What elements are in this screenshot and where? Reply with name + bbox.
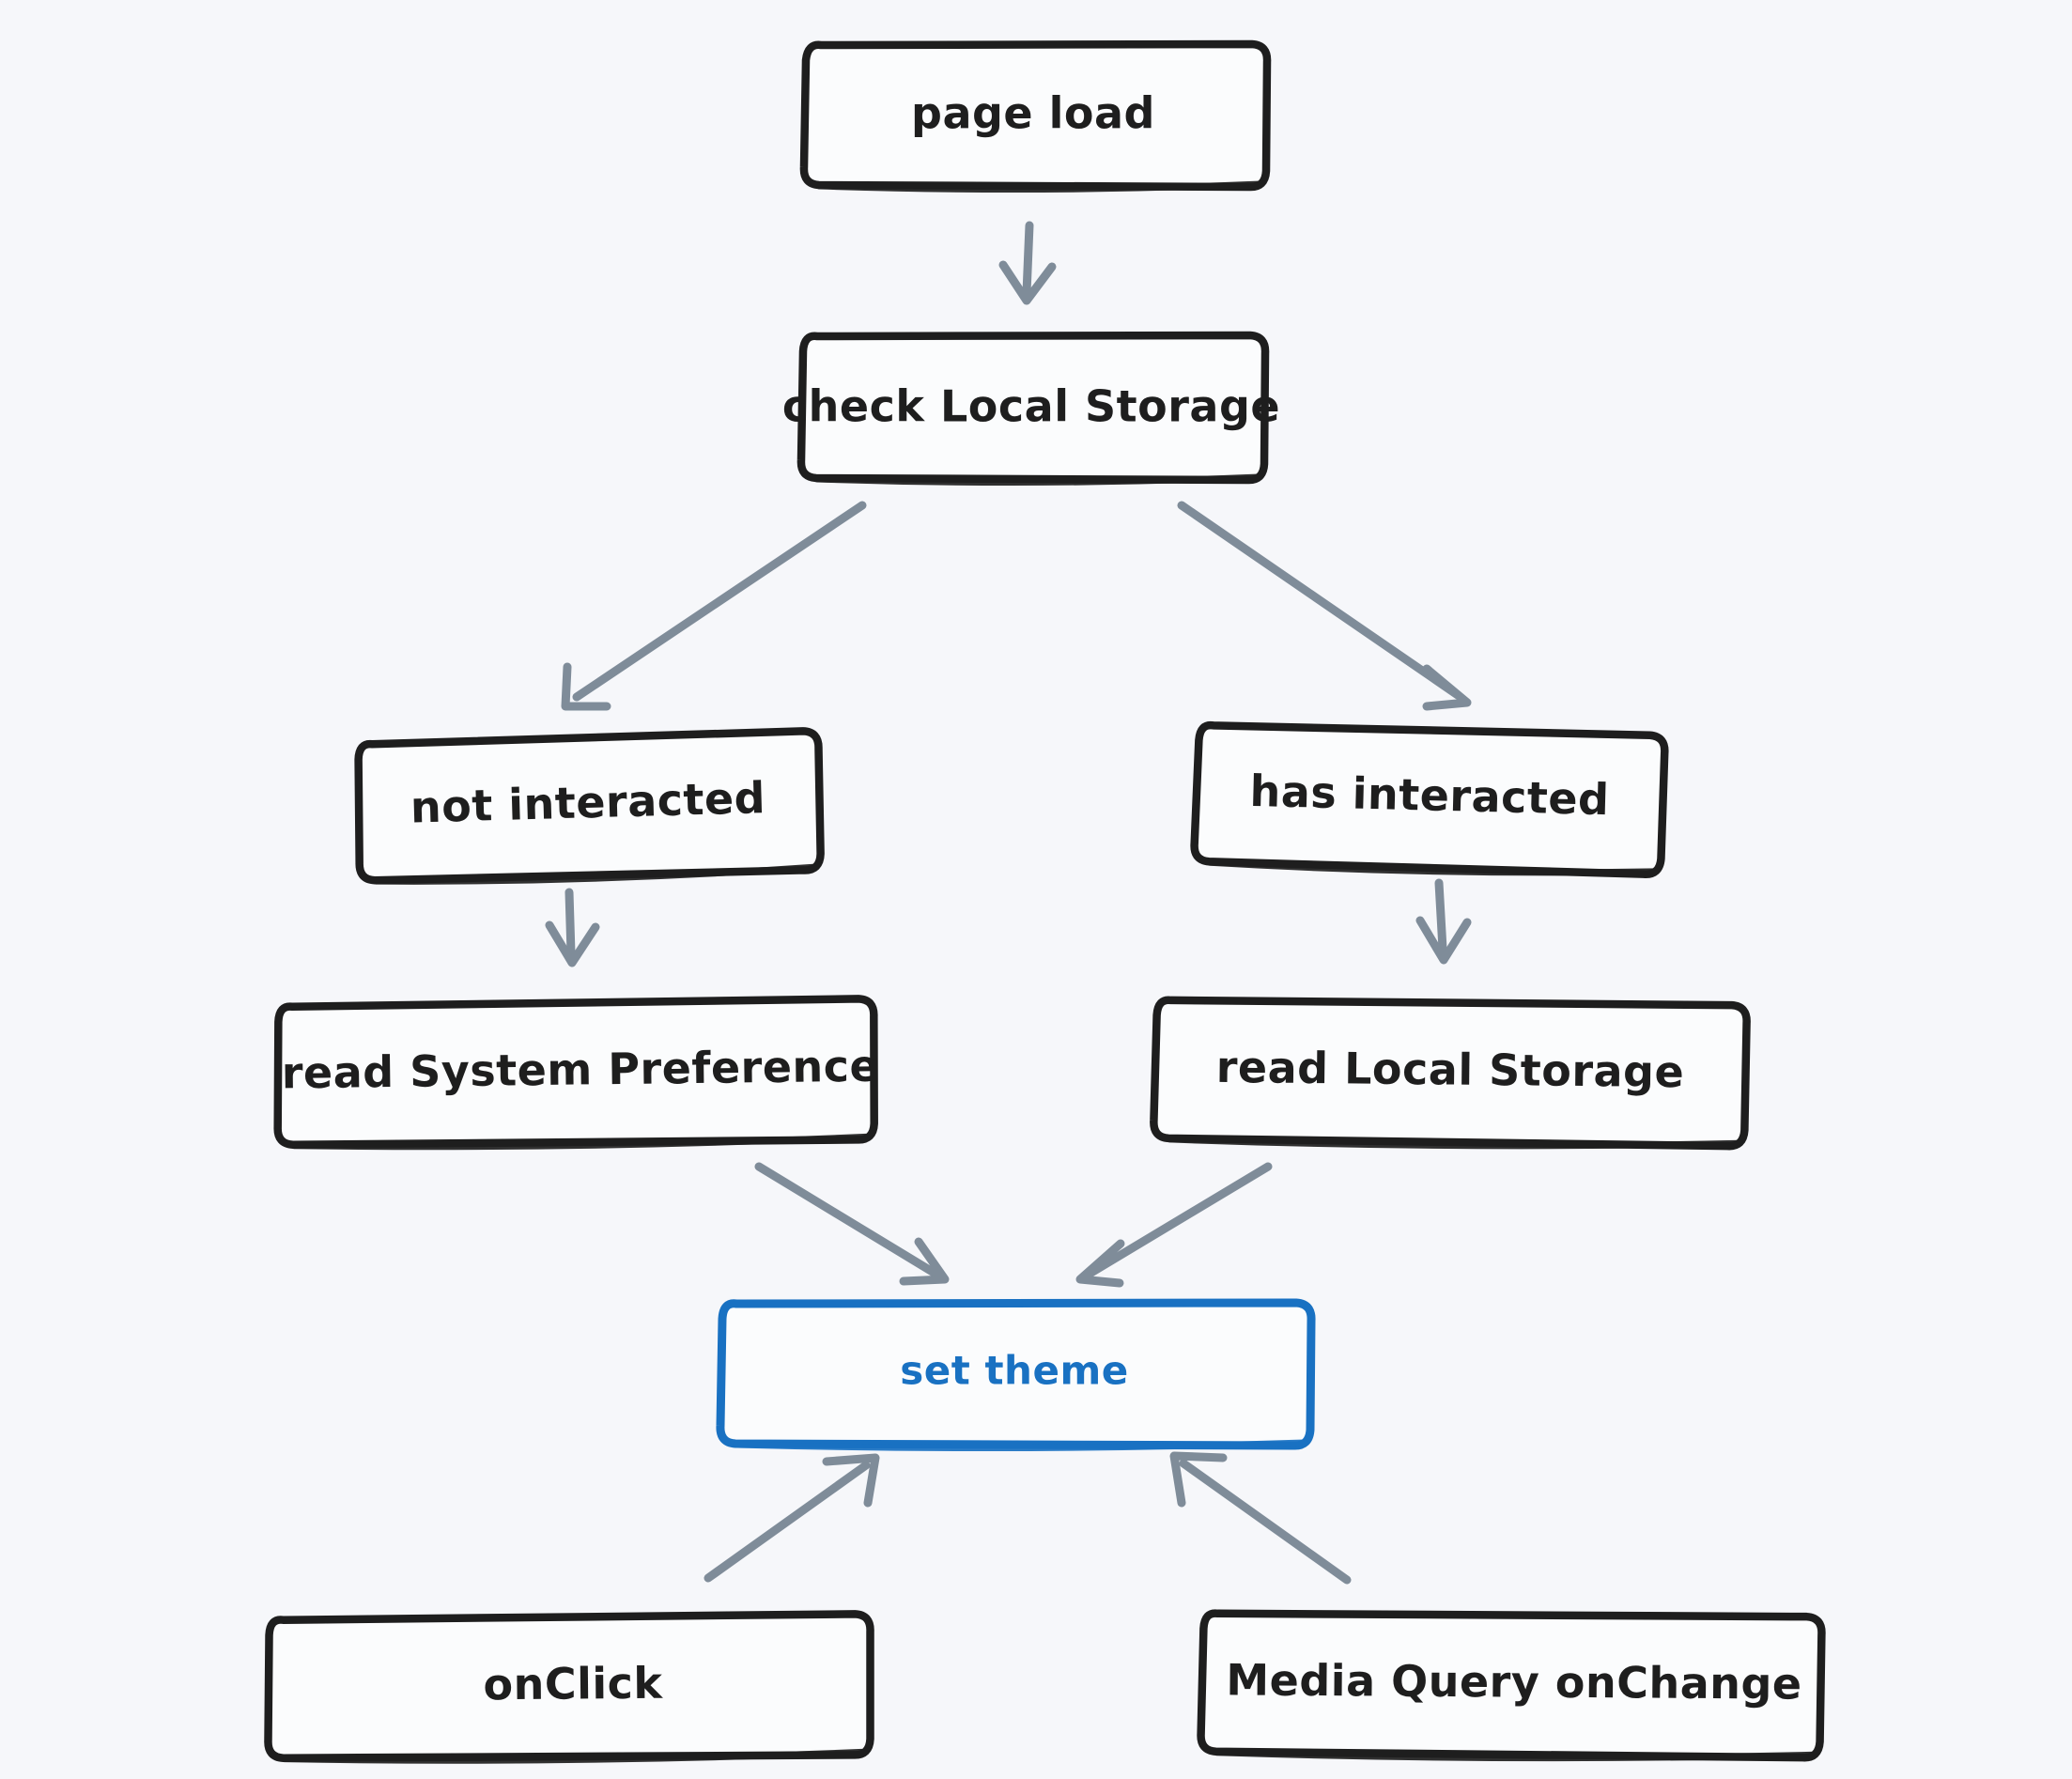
node-label-on-click: onClick (483, 1658, 663, 1710)
node-label-read-system-preference: read System Preference (281, 1041, 879, 1099)
node-label-check-local-storage: check Local Storage (782, 381, 1280, 432)
node-has-interacted[interactable]: has interacted (1190, 720, 1669, 878)
edge-read-local-storage-to-set-theme (1075, 1162, 1273, 1288)
node-label-media-query-onchange: Media Query onChange (1226, 1654, 1802, 1709)
node-read-local-storage[interactable]: read Local Storage (1150, 996, 1751, 1151)
node-label-has-interacted: has interacted (1249, 766, 1610, 825)
edge-read-system-preference-to-set-theme (754, 1162, 950, 1286)
node-page-load[interactable]: page load (799, 39, 1272, 193)
edge-has-interacted-to-read-local-storage (1415, 878, 1472, 965)
node-media-query-onchange[interactable]: Media Query onChange (1197, 1609, 1826, 1762)
edge-layer (545, 221, 1472, 1585)
edge-page-load-to-check-local-storage (998, 221, 1057, 305)
edge-not-interacted-to-read-system-preference (545, 888, 600, 967)
edge-media-query-onchange-to-set-theme (1169, 1451, 1352, 1585)
node-label-page-load: page load (911, 88, 1155, 139)
node-on-click[interactable]: onClick (264, 1610, 874, 1764)
node-set-theme[interactable]: set theme (716, 1298, 1316, 1452)
edge-on-click-to-set-theme (704, 1453, 880, 1583)
node-label-not-interacted: not interacted (410, 772, 766, 833)
edge-check-local-storage-to-not-interacted (561, 501, 867, 711)
edge-check-local-storage-to-has-interacted (1177, 501, 1472, 711)
node-not-interacted[interactable]: not interacted (354, 727, 825, 885)
node-read-system-preference[interactable]: read System Preference (273, 995, 880, 1151)
node-label-read-local-storage: read Local Storage (1216, 1042, 1685, 1097)
node-check-local-storage[interactable]: check Local Storage (782, 331, 1280, 487)
node-label-set-theme: set theme (900, 1348, 1128, 1394)
